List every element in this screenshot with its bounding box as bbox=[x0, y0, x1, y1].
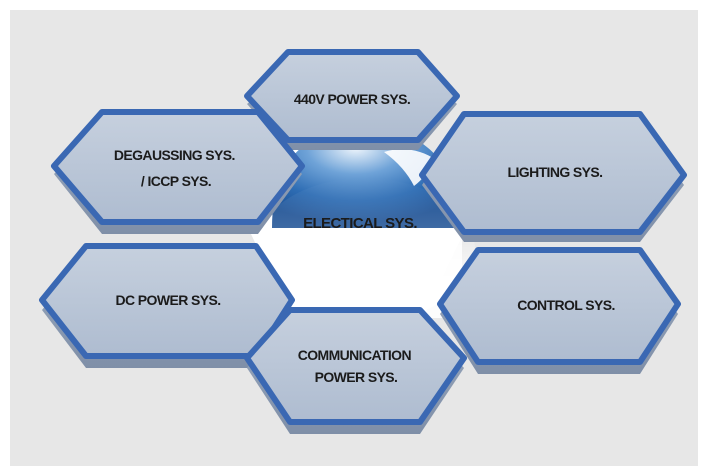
center-sphere bbox=[255, 128, 475, 322]
label-communication-power: COMMUNICATION POWER SYS. bbox=[298, 347, 415, 385]
hexagon-control: CONTROL SYS. bbox=[437, 247, 681, 374]
electrical-systems-diagram: 440V POWER SYS. DEGAUSSING SYS. / ICCP S… bbox=[39, 49, 687, 434]
hexagon-lighting: LIGHTING SYS. bbox=[419, 111, 687, 242]
label-dc-power: DC POWER SYS. bbox=[116, 292, 221, 308]
hexagon-communication-power: COMMUNICATION POWER SYS. bbox=[244, 307, 467, 434]
diagram-panel: 440V POWER SYS. DEGAUSSING SYS. / ICCP S… bbox=[10, 10, 698, 466]
center-label: ELECTICAL SYS. bbox=[303, 215, 417, 232]
label-440v-power: 440V POWER SYS. bbox=[294, 91, 410, 107]
label-degaussing: DEGAUSSING SYS. / ICCP SYS. bbox=[114, 147, 238, 189]
label-lighting: LIGHTING SYS. bbox=[508, 164, 603, 180]
hexagon-dc-power: DC POWER SYS. bbox=[39, 243, 295, 368]
hexagon-440v-power: 440V POWER SYS. bbox=[244, 49, 460, 150]
label-control: CONTROL SYS. bbox=[517, 297, 615, 313]
hexagon-degaussing: DEGAUSSING SYS. / ICCP SYS. bbox=[51, 109, 305, 234]
